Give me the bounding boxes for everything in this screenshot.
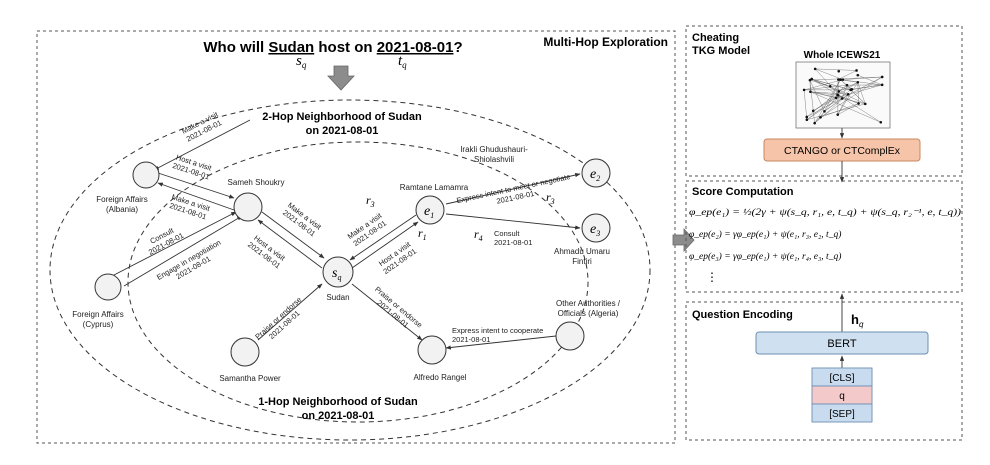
score-title: Score Computation — [692, 186, 794, 198]
edge-label-praise-left: Praise or endorse2021-08-01 — [253, 295, 309, 348]
edge-label-praise-right: Praise or endorse2021-08-01 — [367, 285, 424, 337]
edge-label-make-visit-sameh-sudan: Make a visit2021-08-01 — [281, 200, 324, 239]
graph-node — [810, 78, 813, 81]
whole-icews-label: Whole ICEWS21 — [804, 50, 881, 61]
graph-node — [803, 89, 806, 92]
edge-label-express-meet: Express intent to meet or negotiate2021-… — [456, 172, 574, 214]
edge-label-host-visit-left: Host a visit2021-08-01 — [171, 152, 213, 181]
graph-node — [879, 121, 882, 124]
bert-label: BERT — [827, 338, 856, 350]
label-irakli: Irakli Ghudushauri-Shiolashvili — [460, 145, 528, 164]
label-foreign-cyprus: Foreign Affairs(Cyprus) — [72, 310, 123, 329]
r1-symbol: r1 — [418, 226, 427, 242]
graph-node — [813, 122, 816, 125]
token-sep-label: [SEP] — [829, 409, 855, 420]
hq-symbol: hq — [851, 312, 864, 329]
score-eq-2: φ_ep(e₂) = γφ_ep(e₁) + ψ(e₁, r₃, e₂, t_q… — [689, 229, 841, 240]
node-samantha — [231, 338, 259, 366]
edge-label-consult-left: Consult2021-08-01 — [143, 223, 185, 257]
multi-hop-title: Multi-Hop Exploration — [543, 35, 668, 49]
r3-symbol-upper: r3 — [366, 193, 375, 209]
graph-node — [857, 102, 860, 105]
score-eq-3: φ_ep(e₃) = γφ_ep(e₁) + ψ(e₁, r₄, e₃, t_q… — [689, 251, 841, 262]
label-samantha: Samantha Power — [219, 374, 281, 383]
graph-node — [839, 78, 842, 81]
edge-label-make-visit-top: Make a visit2021-08-01 — [180, 109, 224, 143]
icews-graph-frame — [796, 62, 890, 128]
graph-node — [856, 81, 859, 84]
graph-node — [856, 74, 859, 77]
graph-node — [842, 78, 845, 81]
label-ramtane: Ramtane Lamamra — [400, 183, 469, 192]
edge-ramtane-ahmadu — [446, 214, 580, 228]
graph-node — [855, 69, 858, 72]
edge-label-make-visit-left: Make a visit2021-08-01 — [168, 192, 212, 222]
label-other-authorities: Other Authorities /Officials (Algeria) — [556, 299, 621, 318]
question-encoding-title: Question Encoding — [692, 309, 793, 321]
score-eq-1: φ_ep(e₁) = ½(2γ + ψ(s_q, r₁, e, t_q) + ψ… — [689, 207, 961, 217]
label-sudan: Sudan — [326, 293, 349, 302]
label-sameh: Sameh Shoukry — [228, 178, 285, 187]
graph-node — [809, 90, 812, 93]
graph-node — [837, 70, 840, 73]
node-foreign-cyprus — [95, 274, 121, 300]
edge-label-host-visit-r1: Host a visit2021-08-01 — [376, 239, 418, 276]
graph-node — [851, 88, 854, 91]
node-alfredo — [418, 336, 446, 364]
graph-node — [819, 116, 822, 119]
r4-symbol: r4 — [474, 227, 483, 243]
graph-node — [806, 118, 809, 121]
graph-node — [846, 84, 849, 87]
graph-node — [881, 76, 884, 79]
graph-node — [836, 93, 839, 96]
graph-node — [812, 110, 815, 113]
token-cls-label: [CLS] — [829, 373, 854, 384]
graph-node — [841, 97, 844, 100]
node-other-authorities — [556, 322, 584, 350]
edge-label-host-visit-sudan-sameh: Host a visit2021-08-01 — [246, 233, 288, 271]
node-foreign-albania — [133, 162, 159, 188]
graph-node — [837, 90, 840, 93]
question-text: Who will Sudan host on 2021-08-01? — [203, 39, 462, 56]
graph-node — [835, 97, 838, 100]
score-ellipsis: ⋮ — [706, 270, 718, 284]
token-q-label: q — [839, 391, 845, 402]
label-alfredo: Alfredo Rangel — [414, 373, 467, 382]
label-foreign-albania: Foreign Affairs(Albania) — [96, 195, 147, 214]
r3-symbol-right: r3 — [546, 190, 555, 206]
question-down-arrow — [328, 66, 354, 90]
graph-node — [814, 68, 817, 71]
graph-node — [847, 93, 850, 96]
edge-label-make-visit-r3: Make a visit2021-08-01 — [346, 210, 390, 248]
graph-node — [829, 85, 832, 88]
ctango-label: CTANGO or CTComplEx — [784, 145, 901, 157]
node-sudan-sq — [323, 257, 353, 287]
graph-node — [881, 84, 884, 87]
graph-node — [805, 116, 808, 119]
graph-node — [836, 113, 839, 116]
graph-node — [864, 103, 867, 106]
graph-node — [823, 110, 826, 113]
node-sameh — [234, 193, 262, 221]
